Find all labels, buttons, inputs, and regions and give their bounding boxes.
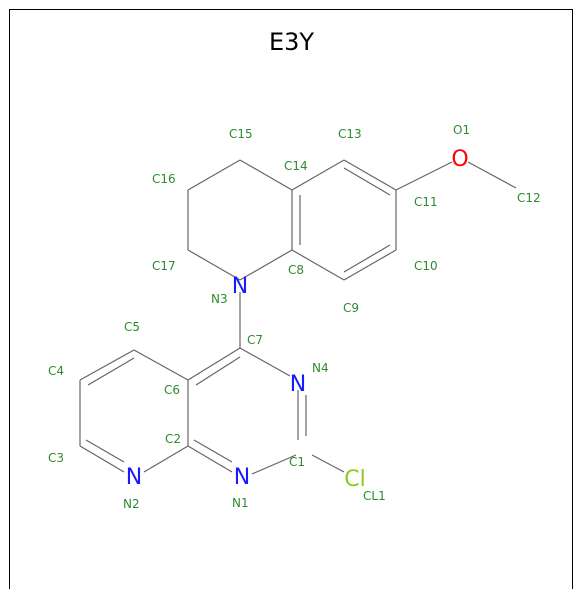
- bond-c15-c16: [187, 159, 241, 191]
- label-n1: N1: [232, 496, 249, 510]
- molecule-title: E3Y: [268, 28, 315, 56]
- bond-c1-cl1: [311, 454, 345, 473]
- label-c16: C16: [152, 172, 176, 186]
- label-c11: C11: [414, 195, 438, 209]
- atom-o1: O: [451, 147, 468, 172]
- label-c12: C12: [517, 191, 541, 205]
- bond-c6-c7-inner: [195, 356, 241, 386]
- label-n4: N4: [312, 361, 329, 375]
- label-c13: C13: [338, 127, 362, 141]
- bond-c1-n1: [251, 454, 297, 475]
- label-c1: C1: [289, 455, 305, 469]
- label-c5: C5: [124, 320, 140, 334]
- label-o1: O1: [453, 123, 470, 137]
- label-cl1: CL1: [363, 489, 386, 503]
- bond-c9-c8: [291, 249, 345, 281]
- label-c10: C10: [414, 259, 438, 273]
- bonds: [79, 159, 517, 475]
- label-c4: C4: [48, 364, 64, 378]
- atom-n2: N: [126, 465, 142, 490]
- atom-n3: N: [232, 274, 248, 299]
- label-c6: C6: [164, 383, 180, 397]
- bond-c10-c9-inner: [343, 244, 391, 273]
- label-c7: C7: [247, 333, 263, 347]
- atom-labels: C15 C13 O1 C16 C14 C11 C12 C17 C8 C10 N3…: [48, 123, 541, 511]
- label-c3: C3: [48, 451, 64, 465]
- label-c17: C17: [152, 259, 176, 273]
- bond-n1-c2: [187, 445, 233, 473]
- bond-c10-c9: [343, 249, 397, 281]
- bond-c6-c7: [187, 347, 241, 381]
- label-c2: C2: [165, 432, 181, 446]
- bond-c3-n2: [79, 445, 125, 473]
- bond-c13-c11: [343, 159, 397, 191]
- label-c14: C14: [284, 159, 308, 173]
- atom-n1: N: [234, 465, 250, 490]
- label-c9: C9: [343, 301, 359, 315]
- bond-c14-c13: [291, 159, 345, 191]
- atom-cl1: Cl: [344, 467, 365, 492]
- bond-n3-c8: [239, 249, 293, 281]
- bond-c3-n2-inner: [85, 439, 125, 463]
- bond-c11-o1: [395, 161, 453, 191]
- bond-c6-c5: [133, 349, 189, 381]
- diagram-frame: [9, 9, 573, 589]
- label-n2: N2: [123, 497, 140, 511]
- bond-o1-c12: [467, 161, 517, 189]
- bond-n1-c2-inner: [193, 439, 233, 463]
- bond-n2-c2: [143, 445, 189, 473]
- label-c8: C8: [288, 263, 304, 277]
- label-n3: N3: [211, 292, 228, 306]
- bond-c13-c11-inner: [343, 167, 391, 196]
- bond-c5-c4: [79, 349, 135, 381]
- bond-c7-n4: [239, 347, 291, 377]
- label-c15: C15: [229, 127, 253, 141]
- bond-c17-n3: [187, 249, 241, 281]
- bond-c15-c14: [239, 159, 293, 191]
- atom-n4: N: [290, 372, 306, 397]
- bond-c5-c4-inner: [87, 357, 135, 386]
